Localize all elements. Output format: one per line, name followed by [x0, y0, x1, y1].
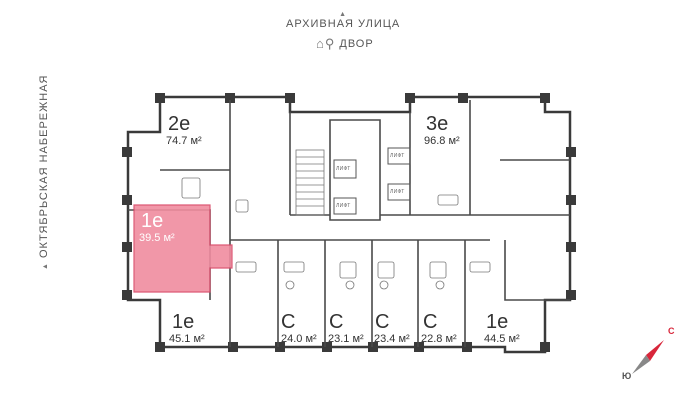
apt-c1-type[interactable]: С	[281, 311, 296, 333]
selected-apartment[interactable]	[133, 204, 233, 293]
street-label-top: ▲ АРХИВНАЯ УЛИЦА	[286, 11, 400, 30]
apt-c4-type[interactable]: С	[423, 311, 438, 333]
stairs	[295, 149, 325, 216]
lift-shafts	[333, 147, 411, 215]
apt-c4-area: 22.8 м²	[421, 333, 457, 345]
yard-label: ⌂⚲ ДВОР	[316, 36, 374, 52]
lift-label: ЛИФТ	[336, 166, 351, 172]
lift-label: ЛИФТ	[390, 189, 405, 195]
street-name-top: АРХИВНАЯ УЛИЦА	[286, 18, 401, 30]
wall-pillars	[122, 93, 576, 352]
lift-label: ЛИФТ	[390, 153, 405, 159]
apt-1e-br-area: 44.5 м²	[484, 333, 520, 345]
lift-label: ЛИФТ	[336, 203, 351, 209]
apt-1e-bl-type[interactable]: 1е	[172, 311, 195, 333]
yard-text: ДВОР	[339, 38, 374, 50]
compass-north-label: С	[668, 326, 675, 336]
apt-c3-type[interactable]: С	[375, 311, 390, 333]
bathroom-fixtures	[181, 177, 491, 290]
arrow-up-icon: ▲	[339, 11, 348, 18]
apt-c2-area: 23.1 м²	[328, 333, 364, 345]
apt-c1-area: 24.0 м²	[281, 333, 317, 345]
yard-icon: ⌂⚲	[316, 36, 336, 51]
compass-icon	[632, 340, 664, 374]
apt-1e-selected-area: 39.5 м²	[139, 232, 175, 244]
apt-2e-type[interactable]: 2е	[168, 113, 191, 135]
apt-1e-selected-type[interactable]: 1е	[141, 210, 164, 232]
apt-2e-area: 74.7 м²	[166, 135, 202, 147]
street-name-left: ОКТЯБРЬСКАЯ НАБЕРЕЖНАЯ	[38, 74, 50, 259]
street-label-left: ▲ ОКТЯБРЬСКАЯ НАБЕРЕЖНАЯ	[38, 75, 50, 271]
arrow-left-icon: ▲	[42, 262, 49, 270]
apt-c3-area: 23.4 м²	[374, 333, 410, 345]
apt-3e-type[interactable]: 3е	[426, 113, 449, 135]
apt-c2-type[interactable]: С	[329, 311, 344, 333]
apt-3e-area: 96.8 м²	[424, 135, 460, 147]
apt-1e-br-type[interactable]: 1е	[486, 311, 509, 333]
apt-1e-bl-area: 45.1 м²	[169, 333, 205, 345]
compass-south-label: Ю	[622, 371, 632, 381]
